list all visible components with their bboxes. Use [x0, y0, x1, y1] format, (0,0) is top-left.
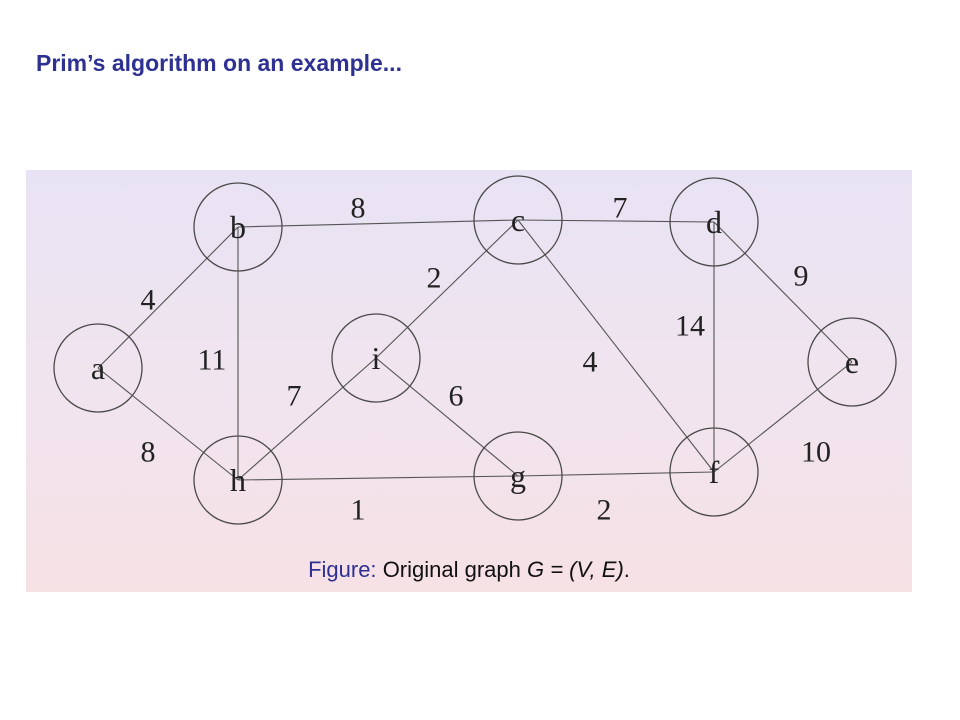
- edge-weight-c-d: 7: [613, 192, 628, 225]
- node-h: h: [193, 435, 283, 525]
- edge-weight-h-g: 1: [351, 494, 366, 527]
- node-label-b: b: [230, 209, 246, 245]
- edge-c-f: [517, 219, 715, 473]
- edge-weight-d-e: 9: [794, 260, 809, 293]
- node-label-a: a: [91, 350, 105, 386]
- node-i: i: [331, 313, 421, 403]
- edge-c-d: [517, 219, 715, 223]
- edge-d-e: [713, 221, 853, 363]
- caption-suffix: .: [623, 557, 630, 582]
- figure-caption: Figure: Original graph G = (V, E).: [26, 557, 912, 583]
- edge-h-g: [237, 475, 519, 481]
- edge-c-i: [375, 219, 519, 359]
- edge-weight-e-f: 10: [801, 436, 831, 469]
- edge-weight-h-i: 7: [287, 380, 302, 413]
- caption-math: G = (V, E): [527, 557, 624, 582]
- node-b: b: [193, 182, 283, 272]
- node-label-g: g: [510, 458, 526, 494]
- edge-weight-c-f: 4: [583, 346, 598, 379]
- node-label-h: h: [230, 462, 246, 498]
- edge-weight-a-h: 8: [141, 436, 156, 469]
- edge-weight-c-i: 2: [427, 262, 442, 295]
- edge-a-b: [97, 226, 239, 369]
- edge-e-f: [713, 361, 853, 473]
- caption-text: Original graph: [382, 557, 521, 582]
- node-label-d: d: [706, 204, 722, 240]
- node-d: d: [669, 177, 759, 267]
- edge-weight-i-g: 6: [449, 380, 464, 413]
- graph-diagram: 4 8 8 11 2 7 4 9 14 10 7 6 1 2 a b c d e f g h i: [53, 175, 897, 527]
- edge-weight-a-b: 4: [141, 284, 156, 317]
- node-f: f: [669, 427, 759, 517]
- edge-weight-g-f: 2: [597, 494, 612, 527]
- node-e: e: [807, 317, 897, 407]
- node-label-i: i: [372, 340, 381, 376]
- edge-h-i: [237, 357, 377, 481]
- edge-weight-b-h: 11: [198, 344, 227, 377]
- caption-prefix: Figure:: [308, 557, 377, 582]
- edge-a-h: [97, 367, 239, 481]
- node-label-f: f: [709, 454, 720, 490]
- edge-weight-d-f: 14: [675, 310, 705, 343]
- edge-weight-b-c: 8: [351, 192, 366, 225]
- figure-panel: 4 8 8 11 2 7 4 9 14 10 7 6 1 2 a b c d e f g h i Figure: Orig…: [26, 170, 912, 592]
- node-a: a: [53, 323, 143, 413]
- edge-b-c: [237, 219, 519, 228]
- node-c: c: [473, 175, 563, 265]
- node-label-c: c: [511, 202, 525, 238]
- node-label-e: e: [845, 344, 859, 380]
- slide-title: Prim’s algorithm on an example...: [36, 50, 402, 76]
- node-g: g: [473, 431, 563, 521]
- edge-g-f: [517, 471, 715, 477]
- edge-i-g: [375, 357, 519, 477]
